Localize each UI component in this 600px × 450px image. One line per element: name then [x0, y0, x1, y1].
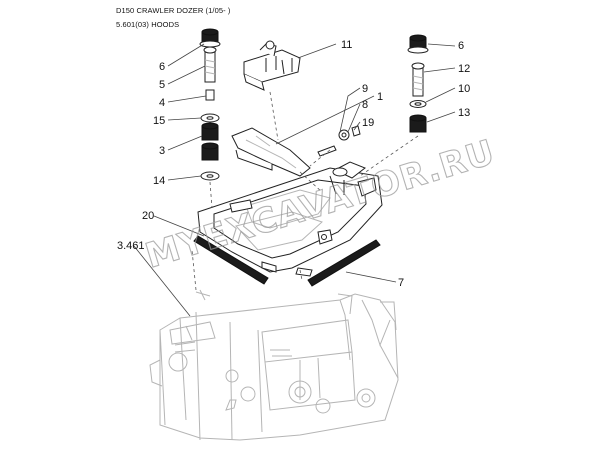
callout-3: 3	[159, 145, 165, 157]
diagram-subtitle: 5.601(03) HOODS	[116, 20, 180, 29]
callout-5: 5	[159, 79, 165, 91]
callout-15: 15	[153, 115, 165, 127]
callout-13: 13	[458, 107, 470, 119]
callout-19: 19	[362, 117, 374, 129]
callout-14: 14	[153, 175, 165, 187]
left-fastener-stack	[199, 28, 221, 209]
callout-6-right: 6	[458, 40, 464, 52]
mounting-bracket	[243, 40, 301, 91]
diagram-title: D150 CRAWLER DOZER (1/05- )	[116, 6, 231, 15]
callout-10: 10	[458, 83, 470, 95]
machine-frame-background	[149, 289, 399, 441]
callout-1: 1	[377, 91, 383, 103]
latch-plate	[231, 127, 311, 177]
callout-11: 11	[341, 39, 352, 51]
callout-20: 20	[142, 210, 154, 222]
right-fastener-stack	[359, 34, 429, 177]
bolt-washer-set	[317, 125, 361, 157]
callout-labels: 6 5 4 15 3 14 20 3.461 11 9 8 19 1 6 12 …	[117, 39, 470, 289]
callout-leaders	[133, 43, 456, 317]
assembly-guide-lines	[191, 91, 331, 291]
rubber-strip-right	[307, 239, 381, 287]
rubber-strip-left	[193, 235, 269, 285]
callout-12: 12	[458, 63, 470, 75]
callout-7: 7	[398, 277, 404, 289]
callout-4: 4	[159, 97, 165, 109]
callout-ref-3-461: 3.461	[117, 240, 145, 252]
callout-9: 9	[362, 83, 368, 95]
callout-6-left: 6	[159, 61, 165, 73]
callout-8: 8	[362, 99, 368, 111]
hood-frame-assembly	[197, 161, 383, 277]
